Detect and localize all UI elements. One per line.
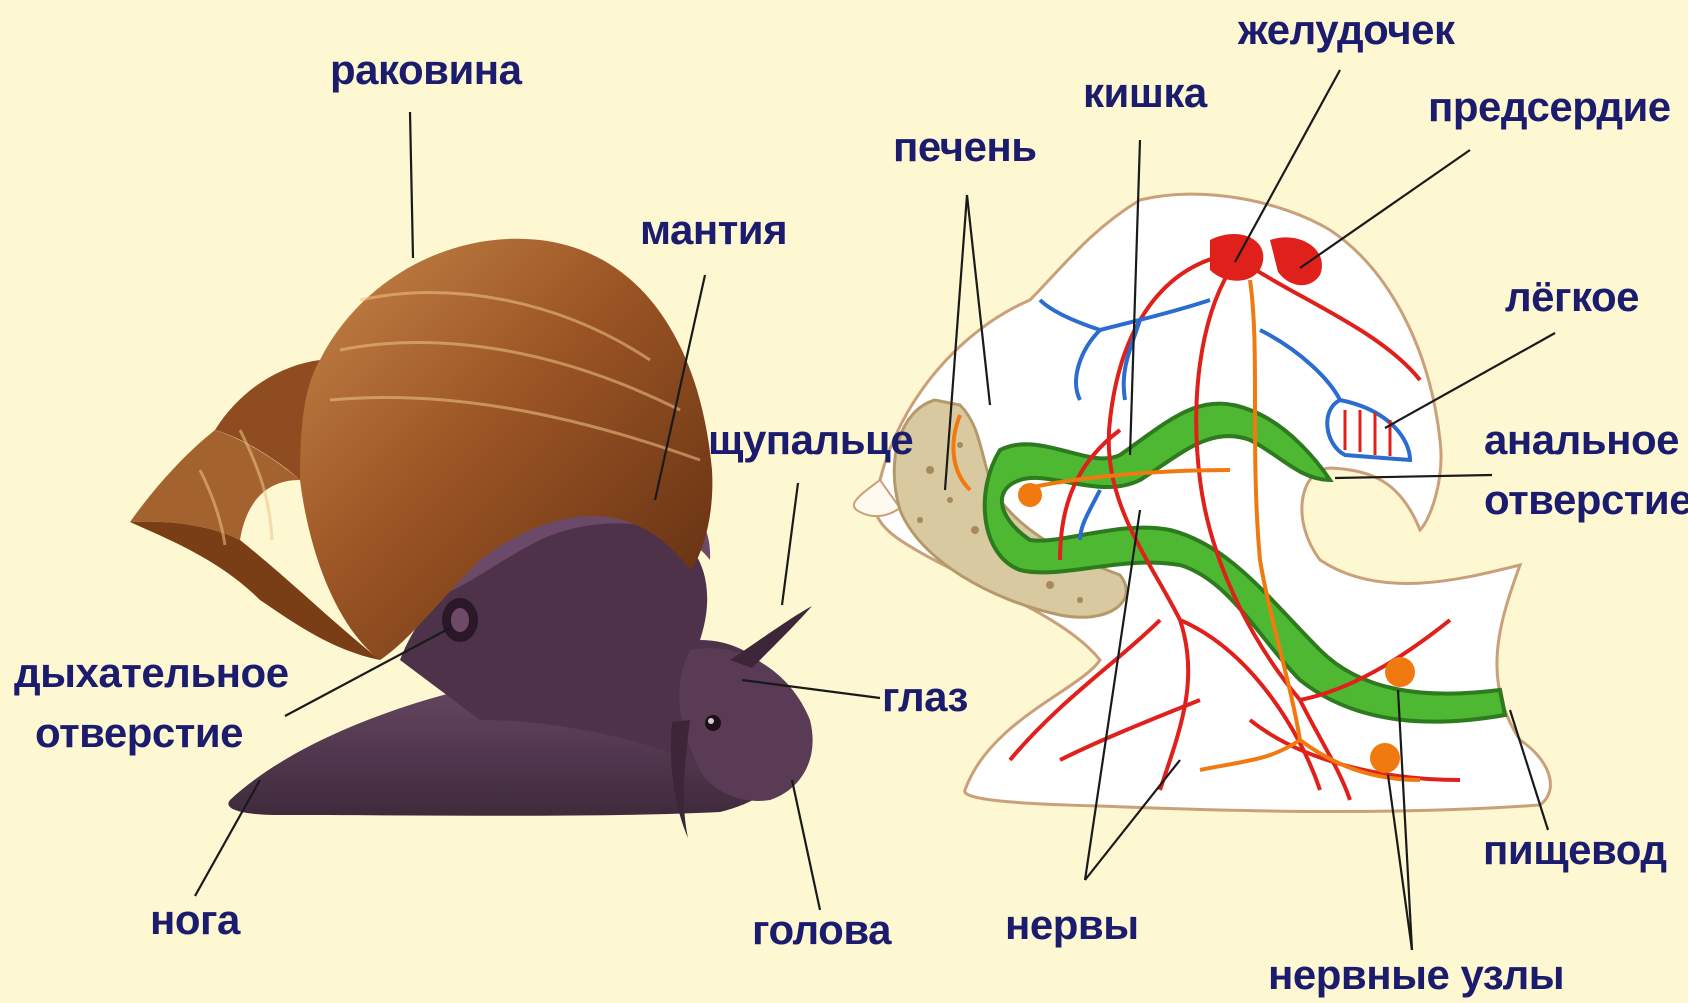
- label-head: голова: [752, 905, 891, 955]
- line-atrium: [1300, 150, 1470, 268]
- label-ventricle: желудочек: [1238, 5, 1455, 55]
- label-eye: глаз: [882, 672, 968, 722]
- label-liver: печень: [893, 122, 1037, 172]
- label-breathing-opening: дыхательное отверстие: [14, 648, 264, 759]
- label-tentacle: щупальце: [708, 415, 913, 465]
- label-foot: нога: [150, 895, 240, 945]
- label-anal-line1: анальное: [1484, 415, 1674, 465]
- label-esophagus: пищевод: [1483, 825, 1667, 875]
- label-mantle: мантия: [640, 205, 787, 255]
- label-shell: раковина: [330, 45, 522, 95]
- ganglion-3: [1018, 483, 1042, 507]
- label-lung: лёгкое: [1505, 272, 1639, 322]
- label-breathing-line1: дыхательное: [14, 648, 264, 698]
- line-shell: [410, 112, 413, 258]
- line-head: [792, 780, 820, 910]
- label-intestine: кишка: [1083, 68, 1207, 118]
- label-anal-opening: анальное отверстие: [1484, 415, 1674, 526]
- label-ganglia: нервные узлы: [1268, 950, 1564, 1000]
- label-atrium: предсердие: [1428, 82, 1671, 132]
- line-foot: [195, 780, 260, 896]
- ganglion-2: [1370, 743, 1400, 773]
- label-nerves: нервы: [1005, 900, 1139, 950]
- label-breathing-line2: отверстие: [14, 708, 264, 758]
- line-tentacle: [782, 483, 798, 605]
- ganglion-1: [1385, 657, 1415, 687]
- snail-tentacle: [730, 606, 812, 668]
- line-anal: [1335, 475, 1492, 478]
- label-anal-line2: отверстие: [1484, 475, 1674, 525]
